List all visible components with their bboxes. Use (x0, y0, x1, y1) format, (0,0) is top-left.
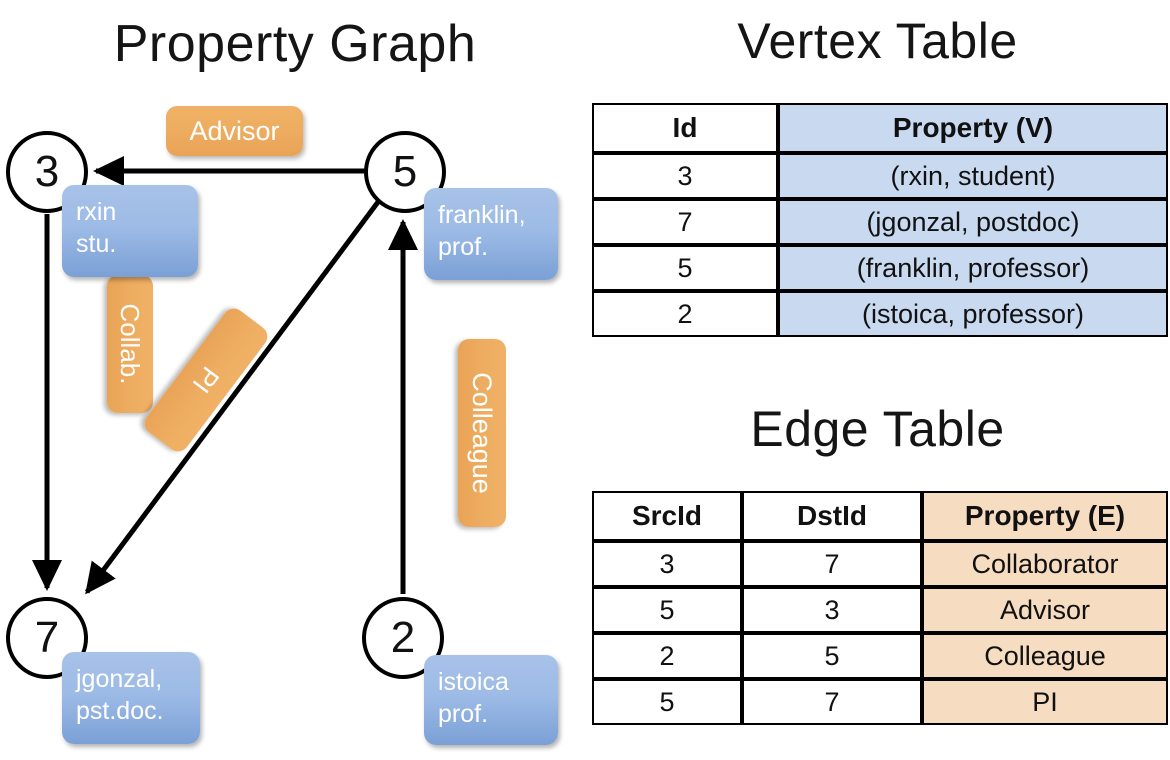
vertex-property-name-3: rxin (76, 198, 117, 226)
edge-cell-dstid: 5 (742, 633, 922, 679)
table-row: 5 7 PI (592, 679, 1168, 725)
edge-cell-property: Collaborator (922, 541, 1168, 587)
edge-cell-srcid: 5 (592, 679, 742, 725)
vertex-cell-id: 7 (592, 199, 778, 245)
edge-cell-property: PI (922, 679, 1168, 725)
edge-cell-property: Colleague (922, 633, 1168, 679)
graph-node-5[interactable]: 5 (364, 131, 446, 213)
edge-table: SrcId DstId Property (E) 3 7 Collaborato… (592, 491, 1168, 725)
property-graph-diagram: Advisor Collab. Colleague PI 3 5 7 2 rxi… (6, 106, 558, 745)
vertex-cell-property: (jgonzal, postdoc) (778, 199, 1168, 245)
vertex-col-header-property: Property (V) (778, 103, 1168, 153)
edge-label-advisor: Advisor (166, 106, 303, 156)
table-row: 3 (rxin, student) (592, 153, 1168, 199)
vertex-property-role-5: prof. (438, 233, 489, 261)
edge-cell-dstid: 7 (742, 679, 922, 725)
edge-col-header-property: Property (E) (922, 491, 1168, 541)
edge-label-colleague: Colleague (458, 339, 506, 527)
vertex-cell-id: 3 (592, 153, 778, 199)
graph-node-2[interactable]: 2 (362, 597, 444, 679)
page-title-edge-table: Edge Table (750, 401, 1005, 457)
table-row: 2 (istoica, professor) (592, 291, 1168, 337)
vertex-property-box-7: jgonzal, pst.doc. (62, 652, 200, 744)
table-row: 5 3 Advisor (592, 587, 1168, 633)
vertex-cell-id: 5 (592, 245, 778, 291)
vertex-property-name-2: istoica (438, 668, 509, 696)
vertex-property-role-3: stu. (76, 230, 117, 258)
table-header-row: SrcId DstId Property (E) (592, 491, 1168, 541)
edge-label-collab: Collab. (107, 275, 153, 413)
vertex-property-name-7: jgonzal, (76, 665, 163, 693)
vertex-property-role-2: prof. (438, 700, 489, 728)
graph-edge-arrows (32, 156, 418, 595)
vertex-cell-property: (franklin, professor) (778, 245, 1168, 291)
edge-cell-dstid: 3 (742, 587, 922, 633)
table-row: 7 (jgonzal, postdoc) (592, 199, 1168, 245)
edge-arrow-5-to-7 (84, 200, 381, 595)
vertex-table: Id Property (V) 3 (rxin, student) 7 (jgo… (592, 103, 1168, 337)
vertex-property-box-3: rxin stu. (62, 185, 198, 277)
vertex-property-box-2: istoica prof. (424, 655, 558, 745)
edge-cell-dstid: 7 (742, 541, 922, 587)
vertex-col-header-id: Id (592, 103, 778, 153)
vertex-cell-id: 2 (592, 291, 778, 337)
edge-cell-property: Advisor (922, 587, 1168, 633)
vertex-cell-property: (rxin, student) (778, 153, 1168, 199)
vertex-property-name-5: franklin, (438, 201, 526, 229)
page-title-property-graph: Property Graph (113, 15, 477, 73)
vertex-cell-property: (istoica, professor) (778, 291, 1168, 337)
table-header-row: Id Property (V) (592, 103, 1168, 153)
edge-cell-srcid: 3 (592, 541, 742, 587)
page-title-vertex-table: Vertex Table (737, 13, 1018, 69)
vertex-property-role-7: pst.doc. (76, 697, 164, 725)
edge-cell-srcid: 5 (592, 587, 742, 633)
table-row: 5 (franklin, professor) (592, 245, 1168, 291)
table-row: 2 5 Colleague (592, 633, 1168, 679)
edge-col-header-dstid: DstId (742, 491, 922, 541)
edge-cell-srcid: 2 (592, 633, 742, 679)
vertex-property-box-5: franklin, prof. (424, 188, 558, 280)
edge-col-header-srcid: SrcId (592, 491, 742, 541)
table-row: 3 7 Collaborator (592, 541, 1168, 587)
